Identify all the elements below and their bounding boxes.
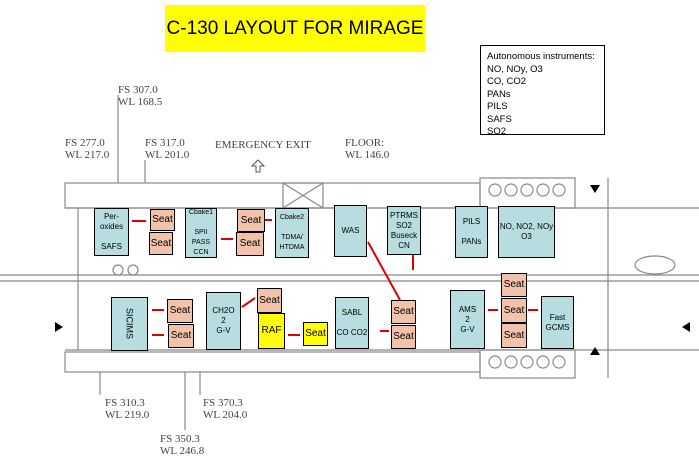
seat: Seat: [168, 324, 194, 348]
station-label: FS 307.0 WL 168.5: [118, 84, 163, 108]
autonomous-item: CO, CO2: [487, 76, 527, 87]
autonomous-item: SO2: [487, 126, 507, 137]
instrument-fast-gcms: Fast GCMS: [541, 296, 574, 349]
station-label: FS 350.3 WL 246.8: [160, 433, 205, 457]
instrument-raf: RAF: [258, 313, 285, 349]
instrument-ams: AMS 2 G-V: [450, 290, 485, 349]
seat: Seat: [236, 232, 264, 256]
diagram-title: C-130 LAYOUT FOR MIRAGE: [165, 5, 425, 52]
autonomous-item: PILS: [487, 101, 508, 112]
instrument-cbake2: Cbake2 TDMA/ HTDMA: [275, 208, 309, 258]
seat: Seat: [501, 273, 527, 297]
autonomous-heading: Autonomous instruments:: [487, 51, 595, 62]
seat: Seat: [391, 300, 416, 324]
seat: Seat: [167, 299, 193, 323]
seat: Seat: [237, 209, 265, 232]
seat: Seat: [391, 325, 416, 349]
emergency-exit-label: EMERGENCY EXIT: [215, 139, 311, 151]
seat: Seat: [257, 288, 282, 313]
autonomous-instruments-box: Autonomous instruments: NO, NOy, O3 CO, …: [480, 45, 605, 137]
instrument-peroxides: Per- oxides SAFS: [94, 208, 129, 256]
autonomous-item: PANs: [487, 88, 511, 100]
seat: Seat: [150, 209, 175, 231]
instrument-cbake1: Cbake1 SPII PASS CCN: [185, 208, 217, 258]
seat: Seat: [149, 232, 173, 255]
station-label: FS 310.3 WL 219.0: [105, 397, 150, 421]
instrument-was: WAS: [334, 205, 367, 257]
station-label: FS 317.0 WL 201.0: [145, 137, 190, 161]
autonomous-item: SAFS: [487, 113, 512, 125]
seat-raf: Seat: [303, 322, 328, 346]
instrument-sicims: SICIMS: [111, 297, 148, 351]
instrument-sabl: SABL CO CO2: [335, 297, 369, 349]
seat: Seat: [501, 298, 527, 323]
floor-label: FLOOR: WL 146.0: [345, 137, 390, 161]
autonomous-item: NO, NOy, O3: [487, 63, 543, 75]
instrument-pils: PILS PANs: [455, 206, 488, 258]
station-label: FS 277.0 WL 217.0: [65, 137, 110, 161]
instrument-ch2o: CH2O 2 G-V: [206, 292, 241, 350]
instrument-ptrms: PTRMS SO2 Buseck CN: [387, 206, 421, 255]
station-label: FS 370.3 WL 204.0: [203, 397, 248, 421]
instrument-no-noy-o3: NO, NO2, NOy O3: [498, 206, 555, 258]
seat: Seat: [501, 323, 527, 348]
